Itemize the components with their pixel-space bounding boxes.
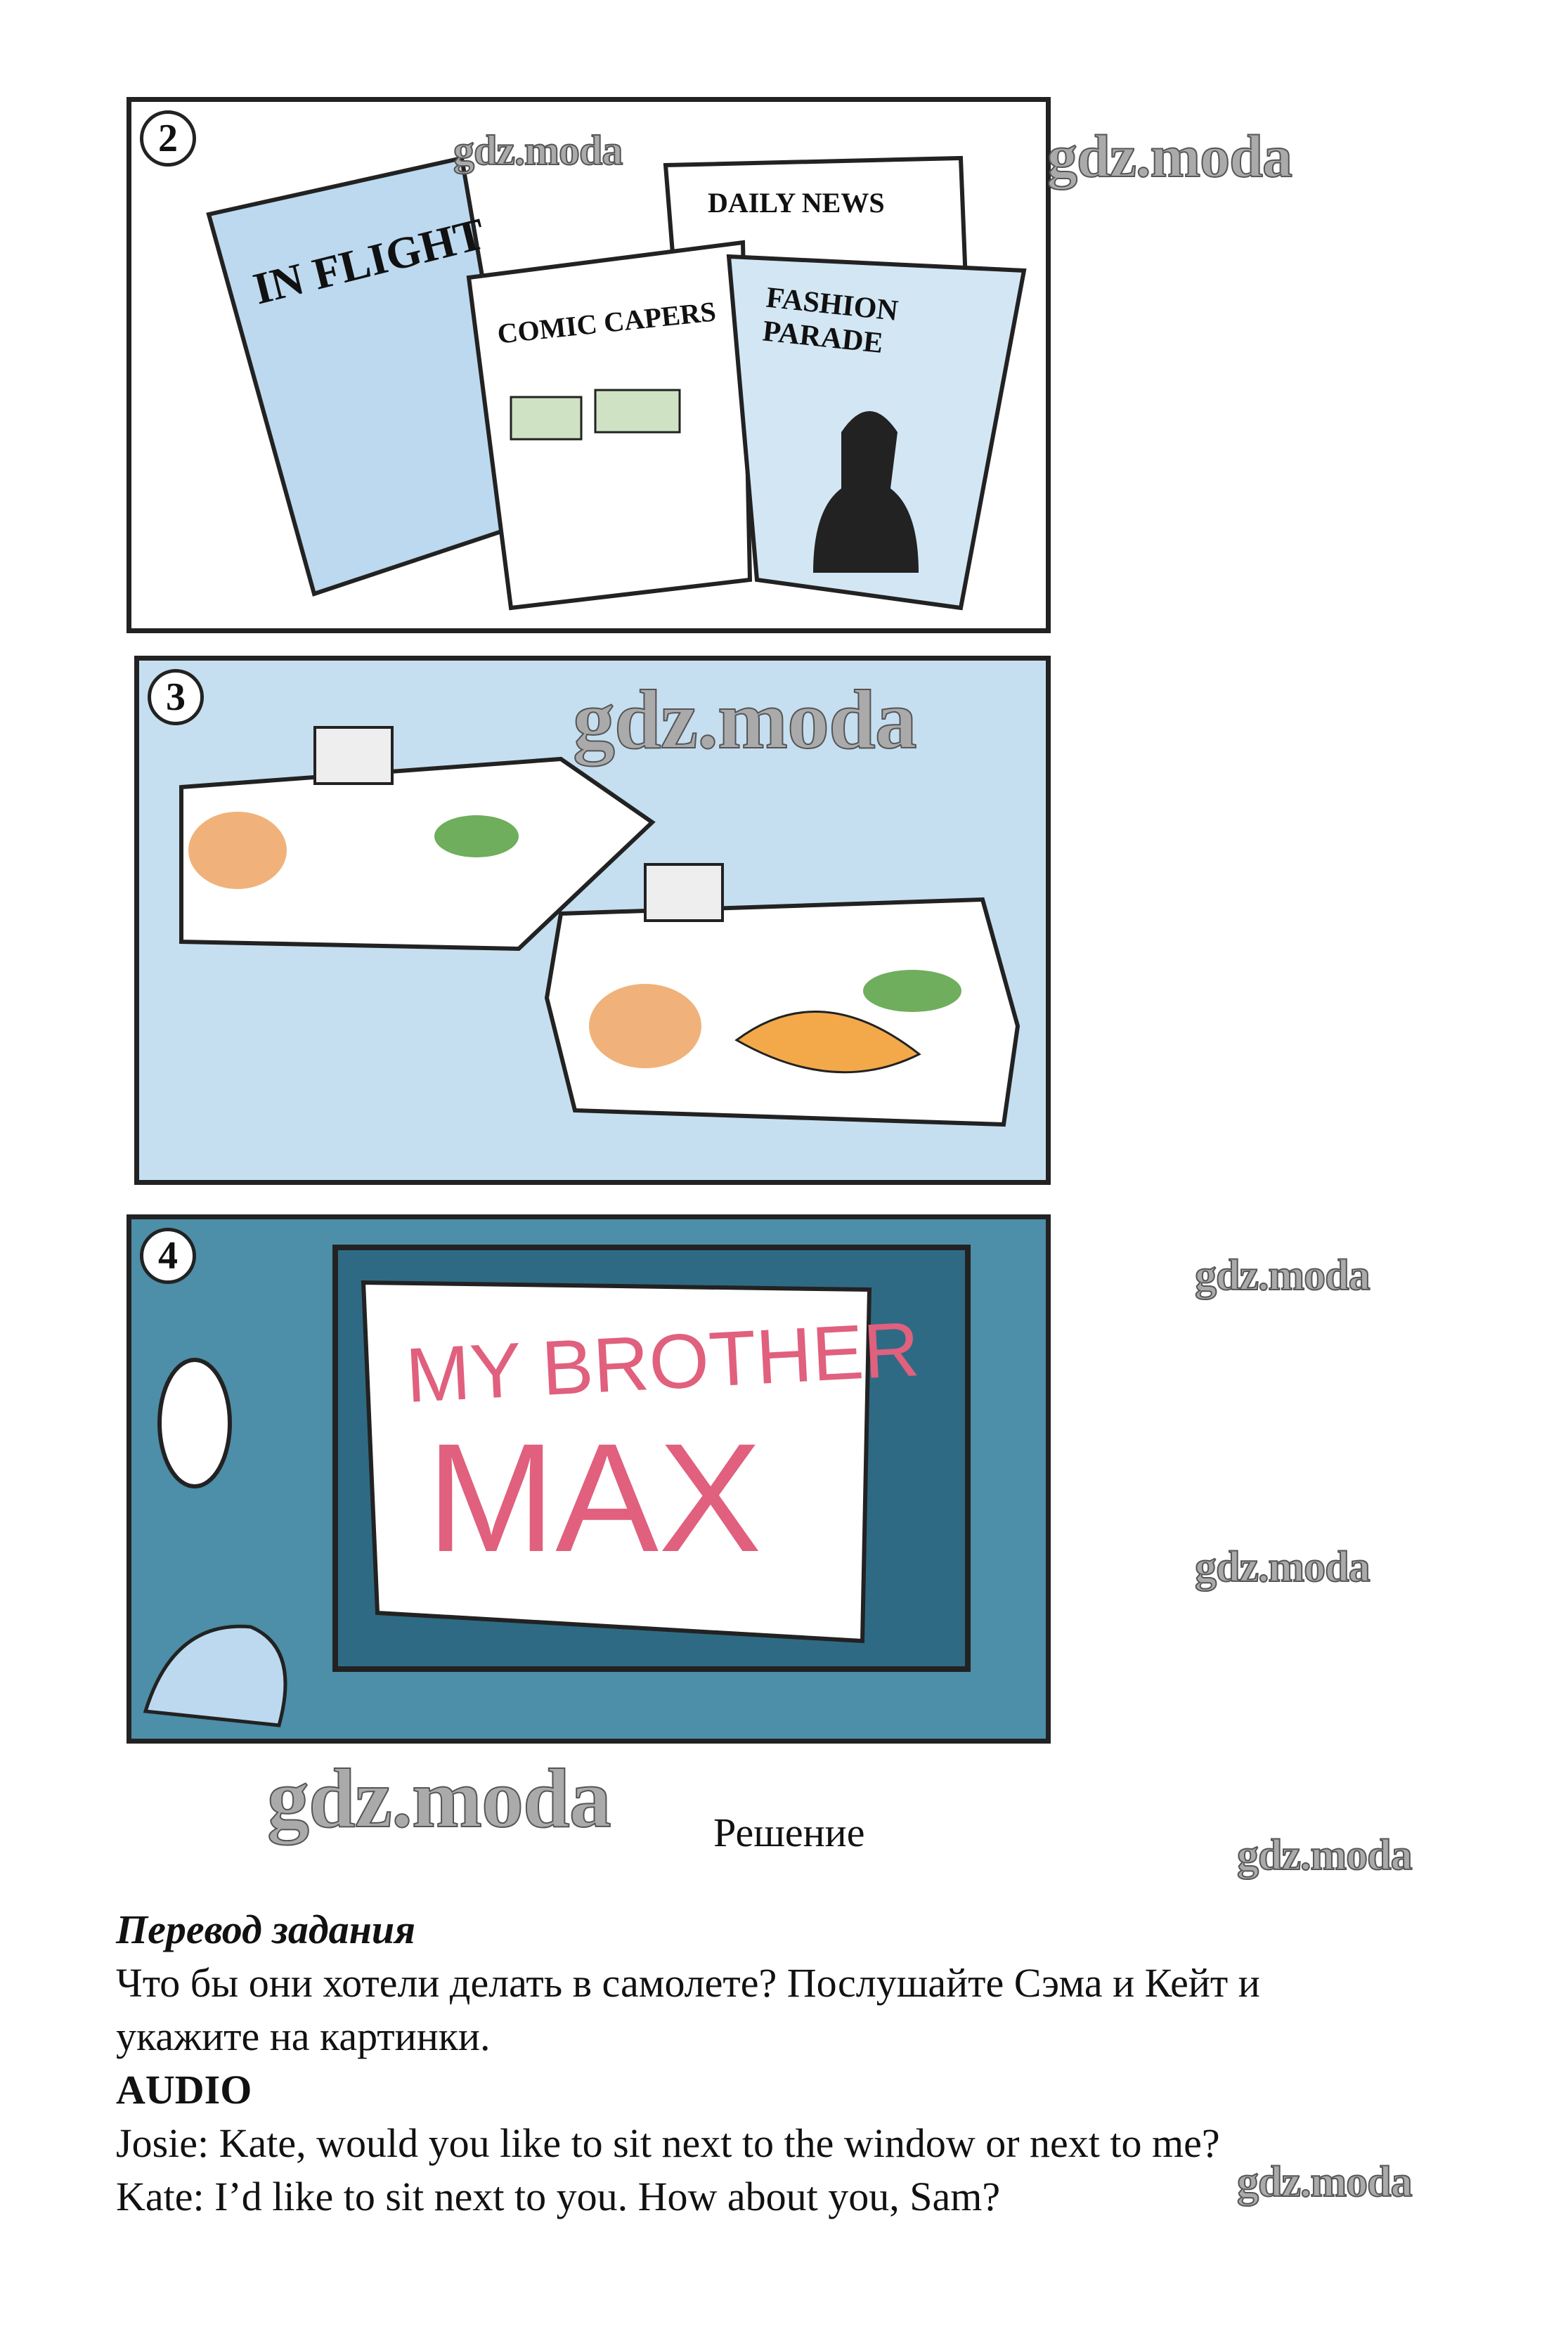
magazine-daily-news: DAILY NEWS <box>708 187 885 219</box>
watermark: gdz.moda <box>453 126 623 174</box>
watermark: gdz.moda <box>1194 1251 1371 1300</box>
panel-number: 3 <box>148 669 204 725</box>
solution-label: Решение <box>713 1810 865 1855</box>
panel-movie: MY BROTHER MAX 4 <box>127 1214 1051 1744</box>
audio-heading: AUDIO <box>116 2067 252 2113</box>
translation-text: укажите на картинки. <box>116 2013 491 2059</box>
magazines-illustration <box>206 155 1027 611</box>
translation-text: Что бы они хотели делать в самолете? Пос… <box>116 1960 1260 2006</box>
meal-trays-illustration <box>179 726 1021 1127</box>
translation-heading: Перевод задания <box>116 1907 415 1952</box>
cabin-screen-illustration <box>143 1245 971 1727</box>
panel-number: 2 <box>140 110 196 167</box>
watermark: gdz.moda <box>572 672 918 767</box>
watermark: gdz.moda <box>1236 2158 1413 2207</box>
watermark: gdz.moda <box>1236 1831 1413 1880</box>
watermark: gdz.moda <box>266 1751 612 1845</box>
watermark: gdz.moda <box>1047 122 1293 190</box>
panel-meals: 3 <box>134 656 1051 1185</box>
audio-line: Kate: I’d like to sit next to you. How a… <box>116 2174 1001 2219</box>
movie-title-line-2: MAX <box>427 1411 762 1584</box>
audio-line: Josie: Kate, would you like to sit next … <box>116 2120 1220 2166</box>
panel-magazines: IN FLIGHT DAILY NEWS COMIC CAPERS FASHIO… <box>127 97 1051 633</box>
panel-number: 4 <box>140 1228 196 1284</box>
watermark: gdz.moda <box>1194 1543 1371 1592</box>
